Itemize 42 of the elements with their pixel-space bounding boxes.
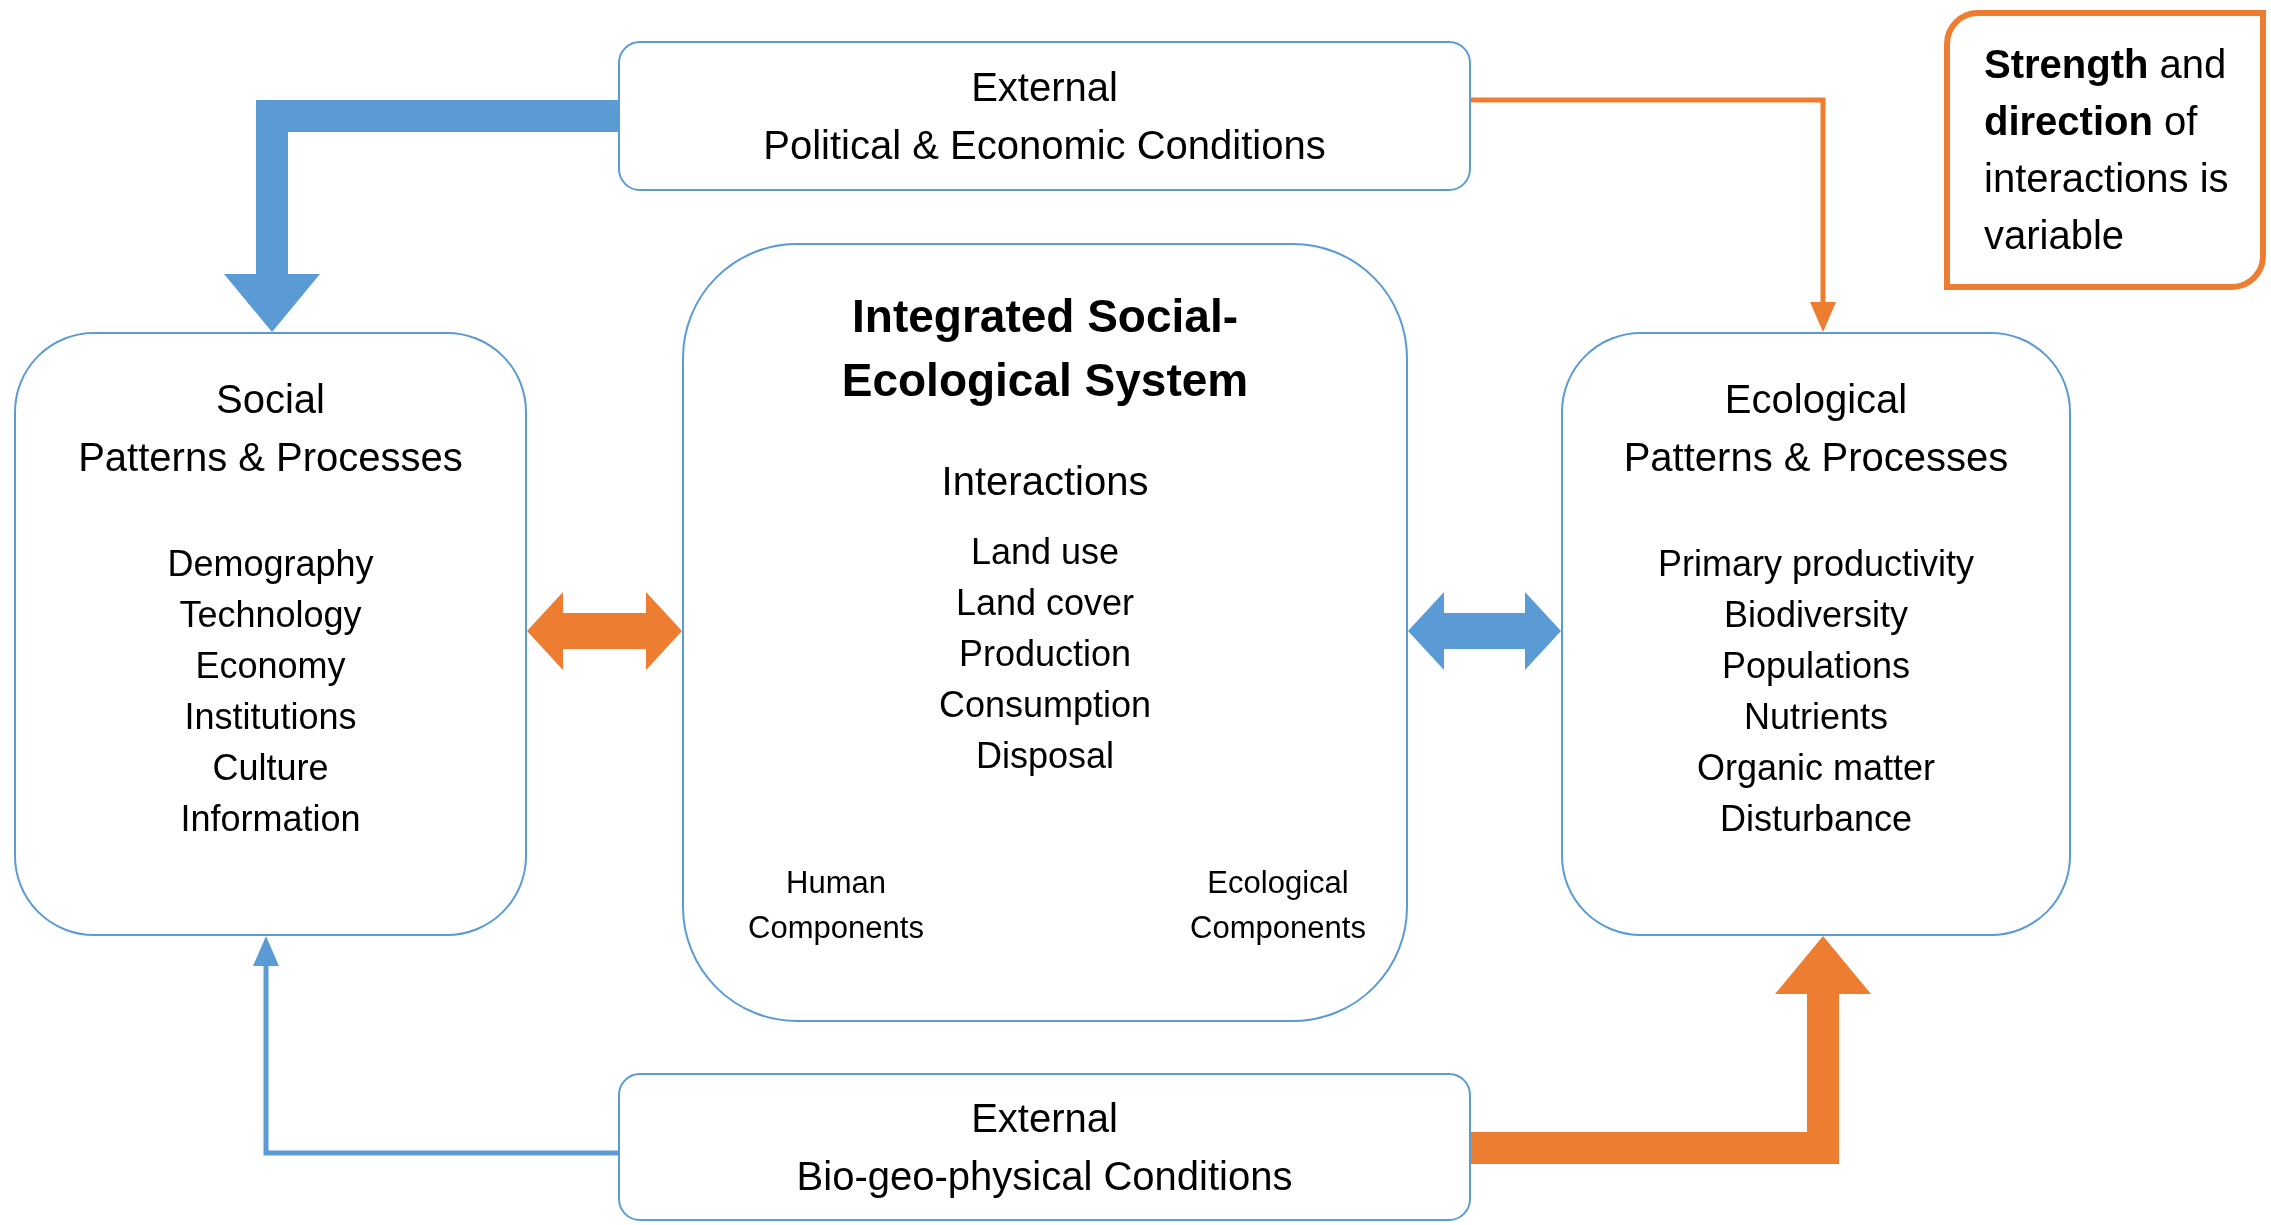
list-item: Primary productivity — [1657, 542, 1975, 586]
box-heading: Social — [216, 376, 325, 423]
list-item: Production — [958, 632, 1132, 676]
list-item: Consumption — [938, 683, 1152, 727]
list-item: Economy — [195, 644, 346, 688]
system-box — [682, 243, 1408, 1022]
box-heading: External — [971, 1095, 1118, 1142]
process-box — [618, 41, 1471, 191]
note-text: Strength and direction of interactions is variable — [1984, 41, 2230, 259]
box-heading: Patterns & Processes — [1623, 434, 2009, 481]
box-heading: Political & Economic Conditions — [763, 122, 1326, 169]
arrow — [253, 936, 618, 1156]
list-item: Institutions — [184, 695, 357, 739]
list-item: Organic matter — [1696, 746, 1936, 790]
box-heading: Ecological — [1724, 376, 1908, 423]
box-heading: Interactions — [941, 458, 1149, 505]
box-title: Integrated Social-Ecological System — [840, 289, 1250, 408]
double-arrow — [1408, 592, 1561, 670]
list-item: Land cover — [955, 581, 1135, 625]
box-heading: External — [971, 64, 1118, 111]
list-item: Land use — [970, 530, 1120, 574]
list-item: Culture — [212, 746, 329, 790]
box-heading: Patterns & Processes — [78, 434, 463, 481]
list-item: Demography — [167, 542, 374, 586]
process-box — [1561, 332, 2071, 936]
arrow — [1471, 97, 1836, 332]
list-item: Nutrients — [1743, 695, 1889, 739]
list-item: Disposal — [975, 734, 1115, 778]
process-box — [14, 332, 527, 936]
list-item: Disturbance — [1719, 797, 1913, 841]
component-label: Human Components — [747, 864, 925, 947]
note-box — [1944, 10, 2266, 290]
box-heading: Bio-geo-physical Conditions — [796, 1153, 1293, 1200]
list-item: Biodiversity — [1723, 593, 1909, 637]
list-item: Technology — [179, 593, 362, 637]
list-item: Populations — [1721, 644, 1911, 688]
process-box — [618, 1073, 1471, 1221]
double-arrow — [527, 592, 682, 670]
arrow — [224, 100, 618, 332]
list-item: Information — [180, 797, 361, 841]
arrow — [1471, 936, 1871, 1164]
component-label: Ecological Components — [1189, 864, 1367, 947]
